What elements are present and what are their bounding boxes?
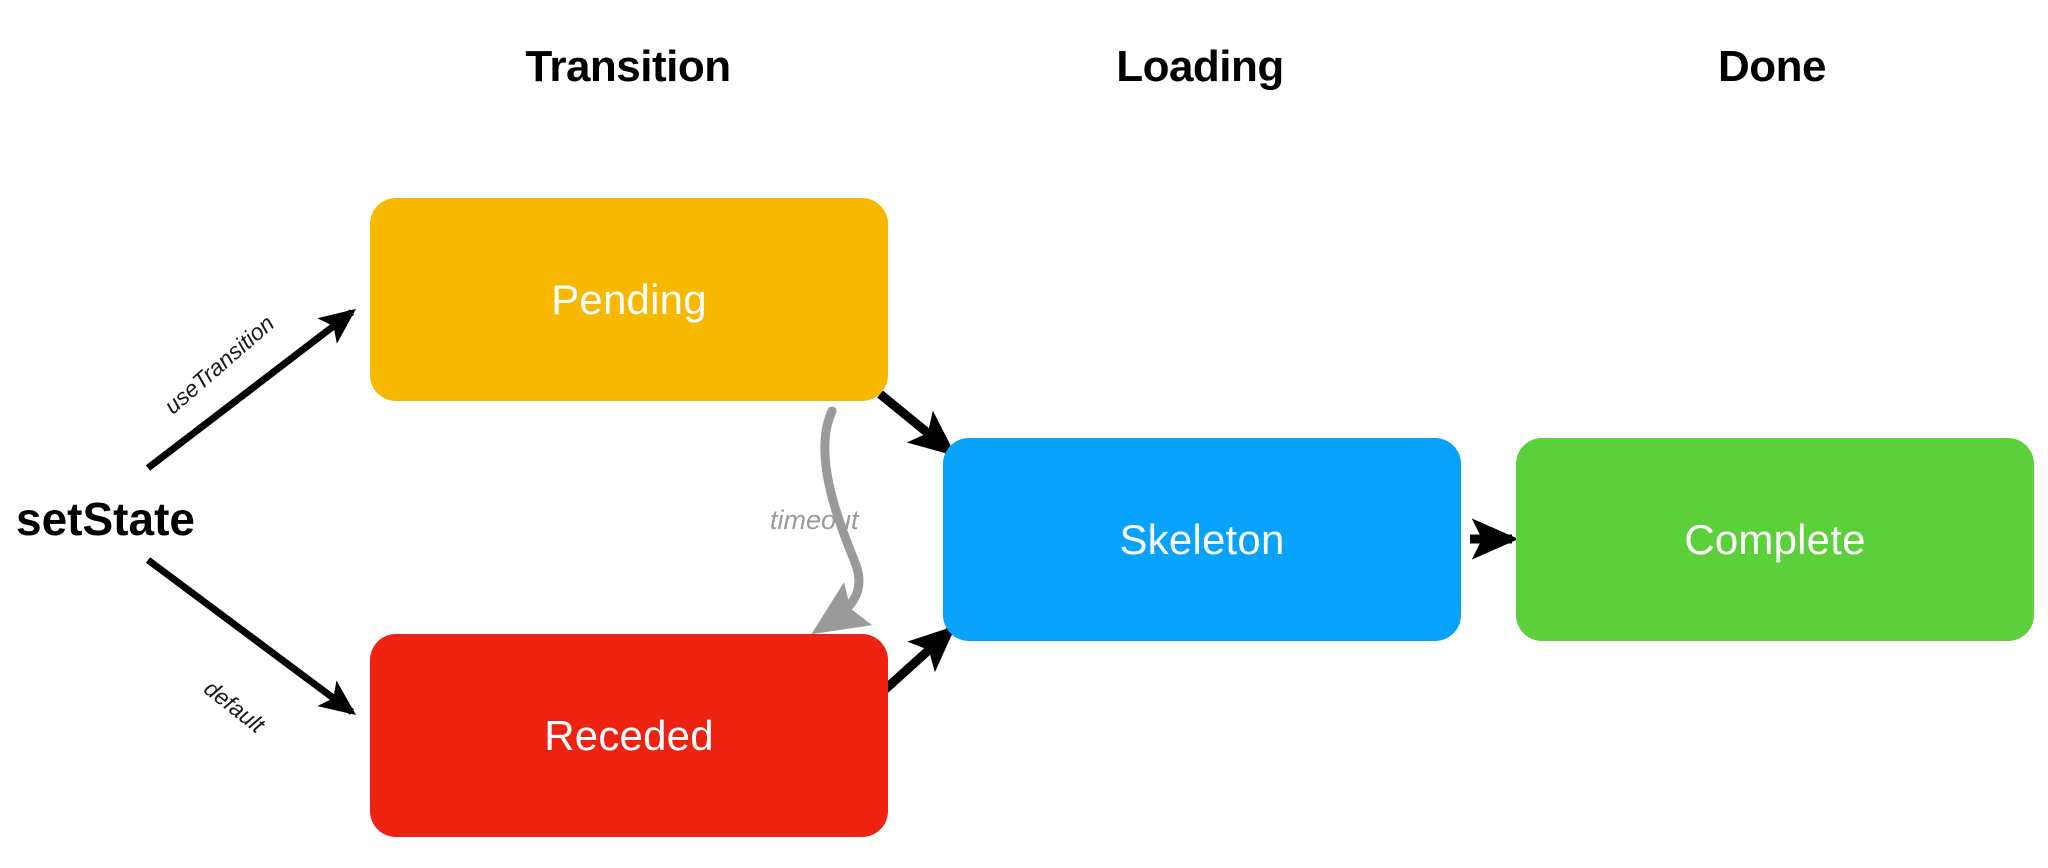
edge-setstate-to-receded	[145, 557, 357, 716]
state-node-receded[interactable]: Receded	[370, 634, 888, 837]
column-header-done: Done	[1718, 42, 1827, 91]
edge-receded-to-skeleton	[876, 625, 956, 698]
edge-pending-to-receded-timeout	[811, 406, 873, 635]
state-node-skeleton-label: Skeleton	[1119, 515, 1285, 563]
column-header-loading: Loading	[1116, 42, 1284, 91]
edge-setstate-to-pending	[145, 308, 357, 471]
state-node-pending-label: Pending	[551, 275, 707, 323]
state-node-pending[interactable]: Pending	[370, 198, 888, 401]
edge-pending-to-skeleton	[877, 390, 957, 457]
state-node-complete[interactable]: Complete	[1516, 438, 2034, 641]
source-label-setstate: setState	[16, 493, 195, 545]
state-node-complete-label: Complete	[1684, 515, 1866, 563]
state-node-skeleton[interactable]: Skeleton	[943, 438, 1461, 641]
column-header-transition: Transition	[525, 42, 731, 91]
state-node-receded-label: Receded	[544, 711, 714, 759]
edge-label-timeout: timeout	[770, 505, 859, 535]
